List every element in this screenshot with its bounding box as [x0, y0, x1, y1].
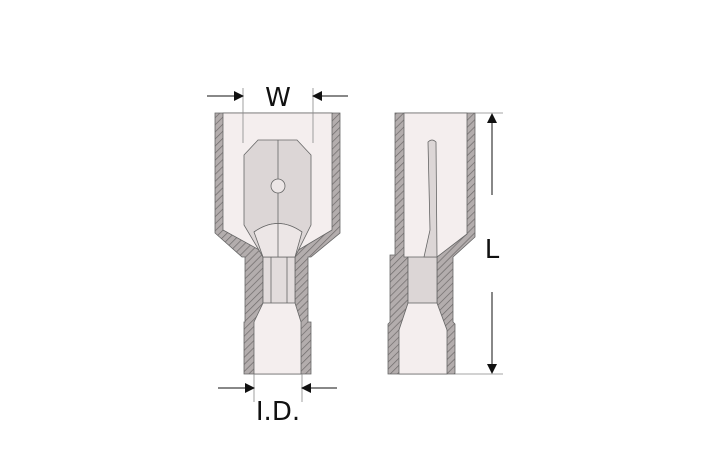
side-tab [423, 139, 438, 258]
tab-hole [270, 178, 286, 194]
front-barrel [262, 256, 296, 304]
dimension-l: L [455, 112, 503, 375]
dimension-w: W [207, 83, 348, 143]
l-label: L [485, 235, 500, 265]
dimension-id: I.D. [218, 374, 337, 427]
side-barrel [407, 256, 438, 304]
side-view [387, 112, 476, 375]
front-view [214, 112, 341, 375]
w-label: W [265, 83, 291, 113]
id-label: I.D. [256, 397, 300, 427]
